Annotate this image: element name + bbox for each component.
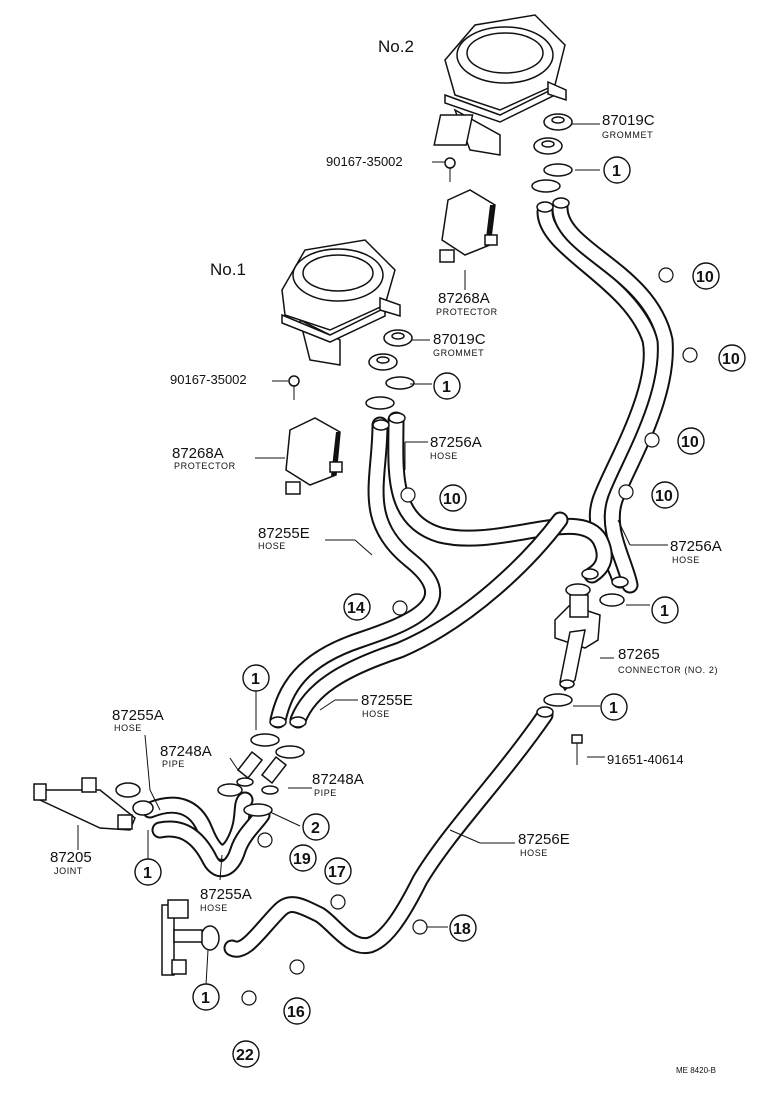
hose-255e-lower-number: 87255E (361, 692, 413, 709)
ref-circles: 1 10 10 1 10 10 10 14 1 1 1 2 19 1 17 18… (134, 156, 746, 1068)
connector-number: 87265 (618, 646, 660, 663)
hose-255e-upper-name: HOSE (258, 541, 286, 551)
ref-19: 19 (293, 851, 311, 868)
reference-dots (241, 267, 698, 1006)
protector-mid-number: 87268A (172, 445, 224, 462)
hose-256e-name: HOSE (520, 848, 548, 858)
joint-name: JOINT (54, 866, 83, 876)
joint-number: 87205 (50, 849, 92, 866)
ref-10-c: 10 (681, 434, 699, 451)
protector-top-name: PROTECTOR (436, 307, 498, 317)
ref-10-a: 10 (696, 269, 714, 286)
ref-1-connector: 1 (660, 603, 669, 620)
protector-top (439, 189, 498, 263)
hose-255a-upper-name: HOSE (114, 723, 142, 733)
pipe-right-number: 87248A (312, 771, 364, 788)
leader-lines (77, 123, 668, 986)
grommet-mid-name: GROMMET (433, 348, 484, 358)
hose-87255e-lower (289, 511, 569, 729)
ref-17: 17 (328, 864, 346, 881)
hose-256a-right-number: 87256A (670, 538, 722, 555)
pipe-left-name: PIPE (162, 759, 185, 769)
pipe-right-name: PIPE (314, 788, 337, 798)
grommet-mid-number: 87019C (433, 331, 486, 348)
hose-87256a-left (387, 411, 613, 584)
connector-name: CONNECTOR (NO. 2) (618, 665, 718, 675)
ref-1-joint: 1 (143, 865, 152, 882)
hose-256e-number: 87256E (518, 831, 570, 848)
screw-top-number: 90167-35002 (326, 154, 403, 169)
drawing-code: ME 8420-B (676, 1066, 716, 1075)
unit-no1 (281, 239, 401, 366)
hose-255a-upper-number: 87255A (112, 707, 164, 724)
ref-10-b: 10 (722, 351, 740, 368)
unit-no1-label: No.1 (210, 260, 246, 279)
protector-mid (285, 417, 343, 495)
hose-lines (141, 197, 674, 958)
t-joint (161, 899, 203, 976)
connector-87265 (554, 594, 601, 692)
screws (288, 157, 583, 765)
grommet-top-number: 87019C (602, 112, 655, 129)
grommets-and-clamps (115, 113, 625, 951)
ref-1-tjoint: 1 (201, 990, 210, 1007)
ref-1-256e: 1 (609, 700, 618, 717)
ref-10-e: 10 (655, 488, 673, 505)
hose-256a-left-number: 87256A (430, 434, 482, 451)
ref-10-d: 10 (443, 491, 461, 508)
hose-255e-lower-name: HOSE (362, 709, 390, 719)
screw-mid-number: 90167-35002 (170, 372, 247, 387)
grommet-top-name: GROMMET (602, 130, 653, 140)
ref-14: 14 (347, 600, 365, 617)
unit-no2-label: No.2 (378, 37, 414, 56)
hose-256a-left-name: HOSE (430, 451, 458, 461)
pipe-left-number: 87248A (160, 743, 212, 760)
hose-255a-lower-number: 87255A (200, 886, 252, 903)
ref-1-top: 1 (612, 163, 621, 180)
ref-1-pipe: 1 (251, 671, 260, 688)
pipes-87248a (236, 750, 288, 795)
ref-18: 18 (453, 921, 471, 938)
protector-top-number: 87268A (438, 290, 490, 307)
hose-256a-right-name: HOSE (672, 555, 700, 565)
ref-1-mid: 1 (442, 379, 451, 396)
ref-22: 22 (236, 1047, 254, 1064)
hose-255e-upper-number: 87255E (258, 525, 310, 542)
unit-no2 (433, 14, 567, 156)
ref-16: 16 (287, 1004, 305, 1021)
bolt-number: 91651-40614 (607, 752, 684, 767)
protector-mid-name: PROTECTOR (174, 461, 236, 471)
joint-87205 (33, 777, 136, 831)
ref-2: 2 (311, 820, 320, 837)
hose-255a-lower-name: HOSE (200, 903, 228, 913)
